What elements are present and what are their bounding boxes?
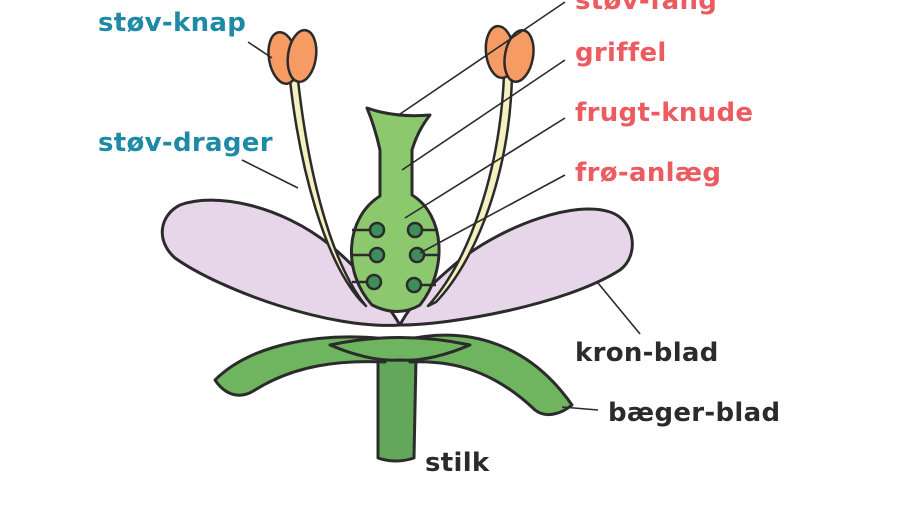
- anther-left: [267, 28, 318, 85]
- label-stilk: stilk: [425, 448, 490, 478]
- filament-left: [288, 78, 368, 308]
- ovule: [406, 221, 424, 239]
- leader-kron-blad: [597, 282, 641, 335]
- leader-stov-drager: [241, 159, 299, 189]
- label-baeger-blad: bæger-blad: [608, 398, 781, 428]
- label-stov-fang: støv-fang: [575, 0, 718, 16]
- petal-left: [160, 198, 402, 327]
- ovule: [368, 221, 386, 239]
- filament-right: [426, 73, 514, 308]
- label-stov-drager: støv-drager: [98, 128, 273, 158]
- leader-stov-fang: [399, 1, 566, 115]
- label-fro-anlaeg: frø-anlæg: [575, 158, 722, 188]
- leader-frugt-knude: [404, 117, 566, 219]
- label-frugt-knude: frugt-knude: [575, 98, 754, 128]
- petal-right: [398, 207, 634, 327]
- leader-stov-knap: [247, 41, 273, 59]
- leader-griffel: [401, 59, 566, 171]
- label-kron-blad: kron-blad: [575, 338, 719, 368]
- label-griffel: griffel: [575, 38, 667, 68]
- ovules: [352, 221, 440, 294]
- leader-fro-anlaeg: [419, 174, 566, 254]
- ovule: [408, 246, 426, 264]
- leader-lines: [241, 1, 641, 411]
- leader-baeger-blad: [561, 406, 599, 411]
- label-stov-knap: støv-knap: [98, 8, 247, 38]
- ovule: [405, 276, 423, 294]
- stem-stilk: [376, 356, 418, 463]
- anther-right: [484, 24, 535, 83]
- ovule: [368, 246, 386, 264]
- sepal-center: [328, 336, 472, 362]
- ovule: [365, 273, 383, 291]
